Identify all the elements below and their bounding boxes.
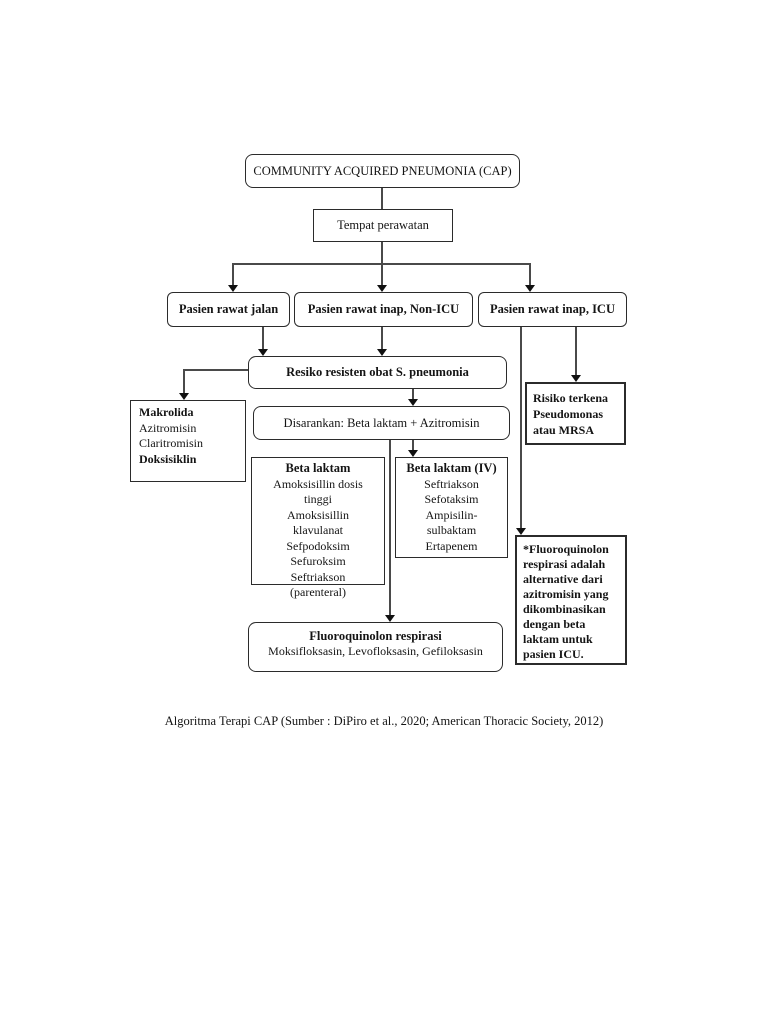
beta-laktam-iv-item: Sefotaksim (424, 492, 479, 506)
tempat-perawatan-label: Tempat perawatan (337, 218, 429, 232)
arrowhead-rawat-jalan (228, 285, 238, 292)
beta-laktam-iv-item: Ampisilin-sulbaktam (425, 507, 478, 538)
beta-laktam-iv-item: Ertapenem (425, 538, 478, 553)
arrowhead-note (516, 528, 526, 535)
node-tempat-perawatan: Tempat perawatan (313, 209, 453, 242)
figure-caption: Algoritma Terapi CAP (Sumber : DiPiro et… (164, 714, 604, 728)
arrowhead-fluoroquinolon (385, 615, 395, 622)
beta-laktam-iv-item: Seftriakson (424, 476, 479, 491)
node-cap-title: COMMUNITY ACQUIRED PNEUMONIA (CAP) (245, 154, 520, 188)
pasien-rawat-inap-icu-label: Pasien rawat inap, ICU (489, 302, 615, 316)
node-beta-laktam-iv: Beta laktam (IV) Seftriakson Sefotaksim … (395, 457, 508, 558)
node-fluoroquinolon-respirasi: Fluoroquinolon respirasi Moksifloksasin,… (248, 622, 503, 672)
node-resiko-resisten: Resiko resisten obat S. pneumonia (248, 356, 507, 389)
connector-resiko-to-makrolida-v (183, 369, 185, 394)
fluoroquinolon-respirasi-drugs: Moksifloksasin, Levofloksasin, Gefiloksa… (268, 644, 483, 658)
node-makrolida: Makrolida Azitromisin Claritromisin Doks… (130, 400, 246, 482)
connector-disarankan-to-fluoroquinolon (389, 440, 391, 616)
node-fluoroquinolon-note: *Fluoroquinolon respirasi adalah alterna… (515, 535, 627, 665)
resiko-resisten-label: Resiko resisten obat S. pneumonia (286, 365, 469, 379)
beta-laktam-iv-title: Beta laktam (IV) (406, 461, 497, 475)
beta-laktam-item: (parenteral) (290, 585, 346, 599)
beta-laktam-title: Beta laktam (285, 461, 351, 475)
connector-split-to-icu (529, 263, 531, 286)
connector-jalan-to-resiko (262, 327, 264, 350)
connector-split-horizontal (232, 263, 531, 265)
arrowhead-icu (525, 285, 535, 292)
fluoroquinolon-respirasi-title: Fluoroquinolon respirasi (309, 629, 442, 643)
connector-icu-to-note (520, 327, 522, 529)
arrowhead-disarankan (408, 399, 418, 406)
node-risiko-pseudomonas: Risiko terkena Pseudomonas atau MRSA (525, 382, 626, 445)
connector-split-to-rawat-jalan (232, 263, 234, 286)
arrowhead-betaiv (408, 450, 418, 457)
connector-resiko-to-disarankan (412, 389, 414, 400)
connector-icu-to-mrsa (575, 327, 577, 376)
beta-laktam-item: Sefuroksim (290, 554, 346, 568)
connector-cap-to-tempat (381, 188, 383, 210)
makrolida-item: Azitromisin (139, 420, 197, 435)
arrowhead-makrolida (179, 393, 189, 400)
beta-laktam-item: Amoksisillin dosis tinggi (273, 476, 363, 507)
beta-laktam-item: Sefpodoksim (286, 538, 350, 553)
pasien-rawat-jalan-label: Pasien rawat jalan (178, 302, 279, 316)
arrowhead-non-icu (377, 285, 387, 292)
disarankan-label: Disarankan: Beta laktam + Azitromisin (283, 415, 480, 430)
beta-laktam-item: Amoksisillin klavulanat (286, 507, 349, 538)
node-pasien-rawat-inap-non-icu: Pasien rawat inap, Non-ICU (294, 292, 473, 327)
cap-title-label: COMMUNITY ACQUIRED PNEUMONIA (CAP) (253, 163, 512, 178)
connector-resiko-to-makrolida-h (183, 369, 249, 371)
fluoroquinolon-note-label: *Fluoroquinolon respirasi adalah alterna… (523, 542, 609, 661)
node-pasien-rawat-inap-icu: Pasien rawat inap, ICU (478, 292, 627, 327)
makrolida-item: Claritromisin (139, 436, 203, 451)
beta-laktam-item: Seftriakson (290, 569, 346, 584)
connector-nonicu-to-resiko (381, 327, 383, 350)
node-pasien-rawat-jalan: Pasien rawat jalan (167, 292, 290, 327)
risiko-pseudomonas-label: Risiko terkena Pseudomonas atau MRSA (533, 391, 608, 437)
connector-disarankan-to-betaiv (412, 440, 414, 451)
arrowhead-resiko-mid (377, 349, 387, 356)
node-disarankan: Disarankan: Beta laktam + Azitromisin (253, 406, 510, 440)
arrowhead-mrsa (571, 375, 581, 382)
makrolida-item-emphasized: Doksisiklin (139, 451, 197, 466)
node-beta-laktam: Beta laktam Amoksisillin dosis tinggi Am… (251, 457, 385, 599)
pasien-rawat-inap-non-icu-label: Pasien rawat inap, Non-ICU (307, 302, 460, 316)
arrowhead-resiko-left (258, 349, 268, 356)
makrolida-title: Makrolida (139, 405, 194, 419)
